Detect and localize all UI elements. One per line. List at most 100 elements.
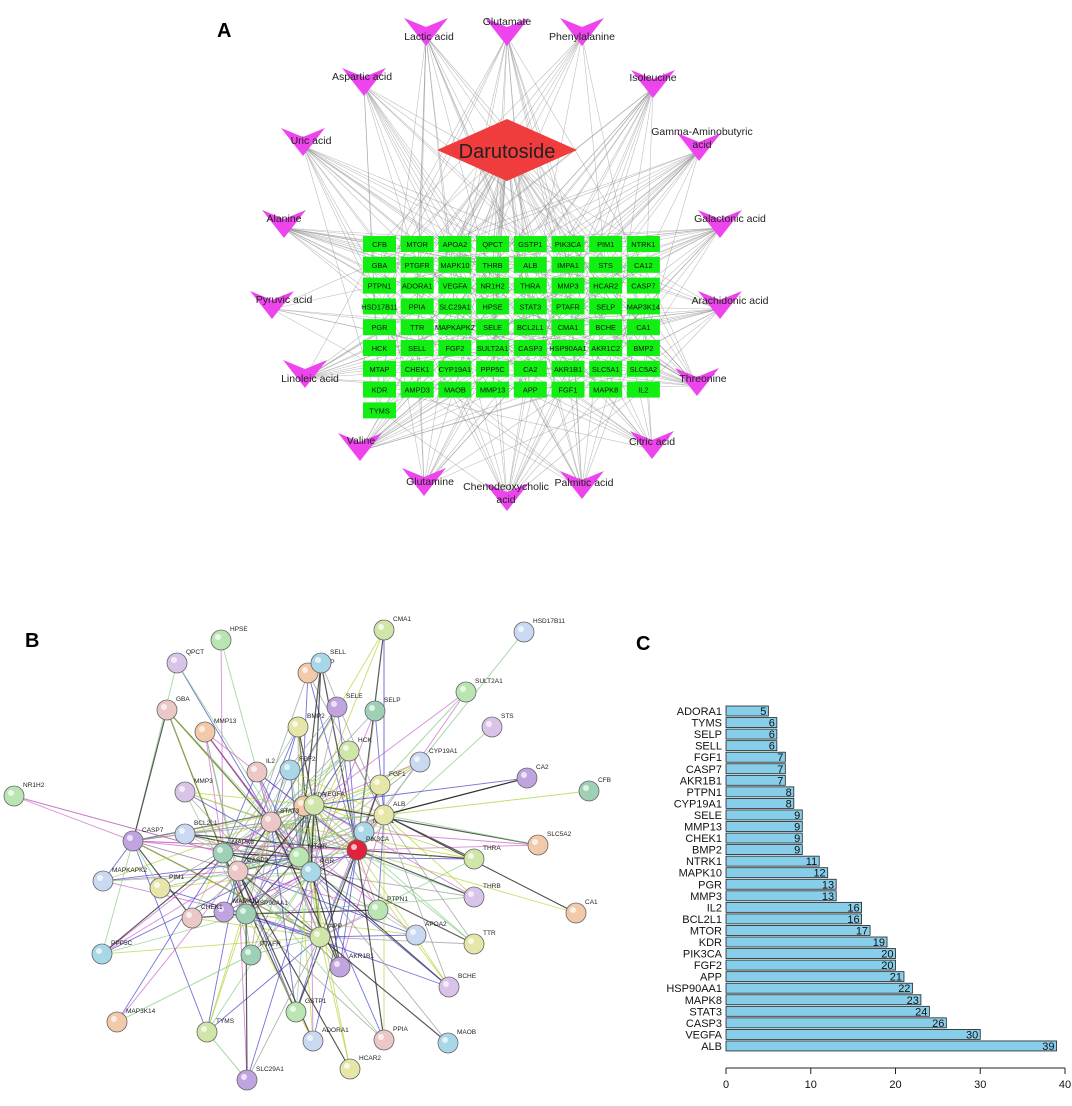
ppi-node-circle <box>339 1058 361 1080</box>
ppi-node-circle <box>578 780 600 802</box>
x-tick-label: 20 <box>889 1079 901 1091</box>
metabolite-label: Phenylalanine <box>549 31 615 43</box>
ppi-node-circle <box>246 761 268 783</box>
network-edge <box>379 410 508 502</box>
category-label: CYP19A1 <box>674 798 722 810</box>
target-label: ADORA1 <box>402 282 432 291</box>
ppi-node-circle <box>196 1021 218 1043</box>
target-node-mapk8: MAPK8 <box>589 381 623 398</box>
ppi-edge <box>206 936 321 1033</box>
target-label: MTOR <box>406 240 428 249</box>
ppi-node-selp: SELP <box>364 697 401 722</box>
ppi-edge <box>237 870 379 911</box>
target-label: IL2 <box>638 386 648 395</box>
target-node-pgr: PGR <box>363 319 396 336</box>
ppi-node-label: TTR <box>483 930 496 937</box>
target-box <box>438 298 472 315</box>
ppi-node-highlight <box>240 908 246 914</box>
ppi-node-circle <box>369 774 391 796</box>
ppi-edge <box>222 831 365 854</box>
ppi-node-label: PGR <box>320 858 334 865</box>
ppi-node-highlight <box>307 1035 313 1041</box>
network-edge <box>359 368 606 452</box>
target-box <box>626 277 660 294</box>
ppi-node-highlight <box>378 624 384 630</box>
ppi-edge <box>222 852 247 915</box>
target-node-hck: HCK <box>363 340 396 356</box>
ppi-node-label: CA1 <box>585 899 598 906</box>
ppi-node-highlight <box>179 786 185 792</box>
ppi-edge <box>313 706 338 806</box>
target-box <box>589 381 623 398</box>
target-label: NR1H2 <box>480 282 504 291</box>
target-label: HSP90AA1 <box>549 344 586 353</box>
target-box <box>476 236 510 252</box>
network-edge <box>363 85 418 265</box>
target-label: APP <box>523 386 538 395</box>
network-edge <box>423 389 569 487</box>
ppi-node-circle <box>367 899 389 921</box>
network-edge <box>359 264 493 452</box>
ppi-node-label: CMA1 <box>393 616 411 623</box>
ppi-edge <box>250 936 321 956</box>
category-label: FGF2 <box>694 960 722 972</box>
category-label: SELL <box>695 741 722 753</box>
target-node-fgf1: FGF1 <box>551 381 585 398</box>
ppi-node-label: ALB <box>393 801 405 808</box>
ppi-node-label: SULT2A1 <box>475 678 503 685</box>
category-label: IL2 <box>707 902 722 914</box>
ppi-node-highlight <box>369 705 375 711</box>
ppi-node-bche: BCHE <box>438 973 477 998</box>
ppi-edge <box>222 726 299 854</box>
ppi-edge <box>313 804 475 898</box>
ppi-edge <box>222 852 312 873</box>
target-box <box>551 236 585 252</box>
metabolite-node-aspartic-acid: Aspartic acid <box>332 68 392 96</box>
ppi-edge <box>116 954 252 1023</box>
ppi-node-circle <box>326 696 348 718</box>
value-label: 16 <box>847 902 859 914</box>
network-edge <box>506 389 644 502</box>
target-box <box>400 236 434 252</box>
target-label: SLC5A2 <box>630 365 658 374</box>
value-label: 30 <box>966 1029 978 1041</box>
ppi-edge <box>245 913 385 1041</box>
ppi-node-circle <box>92 870 114 892</box>
target-box <box>363 277 396 294</box>
ppi-node-highlight <box>378 809 384 815</box>
ppi-node-highlight <box>570 907 576 913</box>
ppi-node-label: PTAFR <box>260 941 281 948</box>
ppi-node-highlight <box>315 657 321 663</box>
target-box <box>476 277 510 294</box>
target-node-map3k14: MAP3K14 <box>627 298 660 315</box>
bar-mmp3 <box>725 890 837 902</box>
target-label: VEGFA <box>443 282 468 291</box>
network-edge <box>567 243 721 310</box>
target-box <box>513 340 547 356</box>
ppi-node-pim1: PIM1 <box>149 874 185 899</box>
ppi-node-circle <box>565 902 587 924</box>
target-node-qpct: QPCT <box>476 236 510 252</box>
metabolite-node-uric-acid: Uric acid <box>281 128 332 156</box>
target-node-hpse: HPSE <box>476 298 510 315</box>
target-node-hsd17b11: HSD17B11 <box>361 298 398 315</box>
ppi-edge <box>101 821 272 955</box>
darutoside-node <box>437 119 577 181</box>
target-node-cma1: CMA1 <box>551 319 585 336</box>
ppi-edge <box>13 795 134 842</box>
metabolite-label: acid <box>496 494 515 506</box>
ppi-edge <box>132 804 315 842</box>
network-edge <box>302 145 644 286</box>
target-label: CA12 <box>634 261 653 270</box>
value-label: 7 <box>777 775 783 787</box>
metabolite-label: Palmitic acid <box>555 477 614 489</box>
ppi-node-label: ADORA1 <box>322 1027 349 1034</box>
target-node-kdr: KDR <box>363 381 396 398</box>
network-edge <box>605 227 721 369</box>
ppi-edge <box>237 870 351 1070</box>
target-node-ppia: PPIA <box>400 298 434 315</box>
target-box <box>438 360 472 377</box>
network-edge <box>423 389 644 487</box>
ppi-edge <box>270 821 358 851</box>
ppi-edge <box>297 726 321 938</box>
